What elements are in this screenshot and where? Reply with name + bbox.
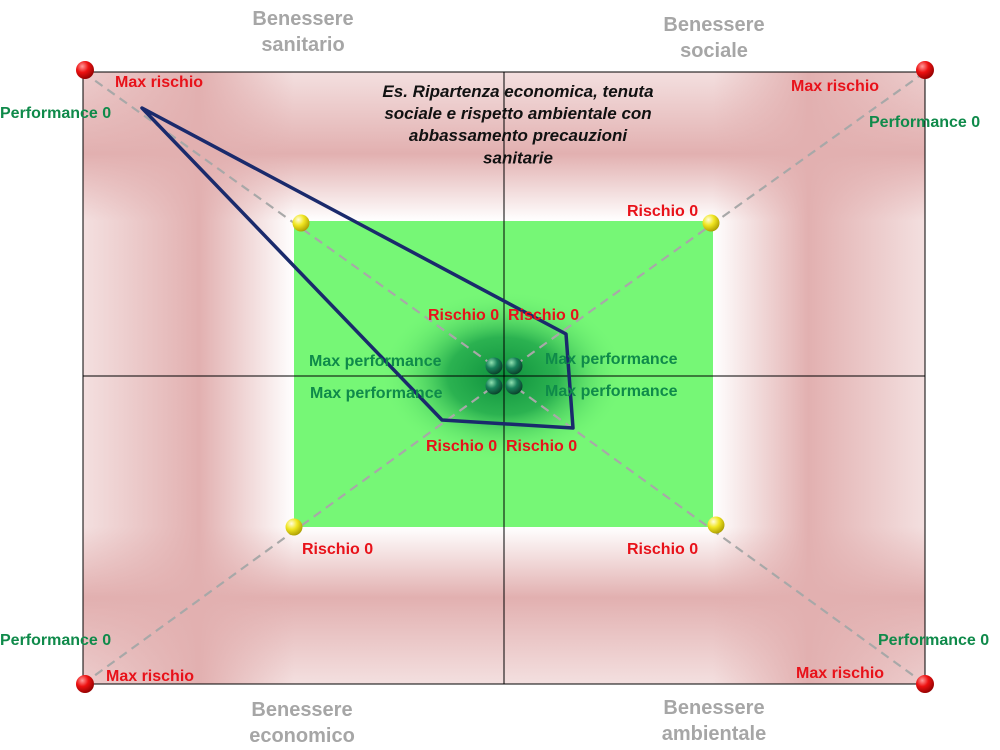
max-risk-marker: [916, 61, 934, 79]
max-risk-marker: [916, 675, 934, 693]
max-risk-markers: [76, 61, 934, 693]
zero-risk-marker: [702, 214, 720, 232]
label-performance-0: Performance 0: [0, 105, 111, 122]
label-max-performance: Max performance: [309, 353, 442, 370]
max-performance-labels: Max performance Max performance Max perf…: [309, 351, 678, 402]
zero-risk-markers: [285, 214, 725, 536]
max-performance-marker: [505, 357, 523, 375]
max-risk-marker: [76, 61, 94, 79]
label-rischio-0: Rischio 0: [302, 541, 373, 558]
zero-risk-marker: [707, 516, 725, 534]
label-performance-0: Performance 0: [869, 114, 980, 131]
max-performance-markers: [485, 357, 523, 395]
label-rischio-0: Rischio 0: [627, 541, 698, 558]
label-performance-0: Performance 0: [0, 632, 111, 649]
zero-risk-marker: [285, 518, 303, 536]
label-max-performance: Max performance: [310, 385, 443, 402]
label-performance-0: Performance 0: [878, 632, 989, 649]
label-rischio-0: Rischio 0: [627, 203, 698, 220]
label-max-performance: Max performance: [545, 351, 678, 368]
performance-zero-labels: Performance 0 Performance 0 Performance …: [0, 105, 989, 649]
label-rischio-0: Rischio 0: [428, 307, 499, 324]
max-performance-marker: [485, 357, 503, 375]
label-rischio-0: Rischio 0: [508, 307, 579, 324]
label-rischio-0: Rischio 0: [426, 438, 497, 455]
label-max-rischio: Max rischio: [106, 668, 194, 685]
max-performance-marker: [485, 377, 503, 395]
label-max-rischio: Max rischio: [115, 74, 203, 91]
label-max-rischio: Max rischio: [791, 78, 879, 95]
max-performance-marker: [505, 377, 523, 395]
zero-risk-marker: [292, 214, 310, 232]
label-rischio-0: Rischio 0: [506, 438, 577, 455]
label-max-performance: Max performance: [545, 383, 678, 400]
diagonal-guides: [82, 71, 926, 685]
zero-risk-labels: Rischio 0 Rischio 0 Rischio 0 Rischio 0 …: [302, 203, 698, 558]
example-profile-shape: [140, 106, 575, 430]
label-max-rischio: Max rischio: [796, 665, 884, 682]
max-risk-labels: Max rischio Max rischio Max rischio Max …: [106, 74, 884, 685]
max-risk-marker: [76, 675, 94, 693]
